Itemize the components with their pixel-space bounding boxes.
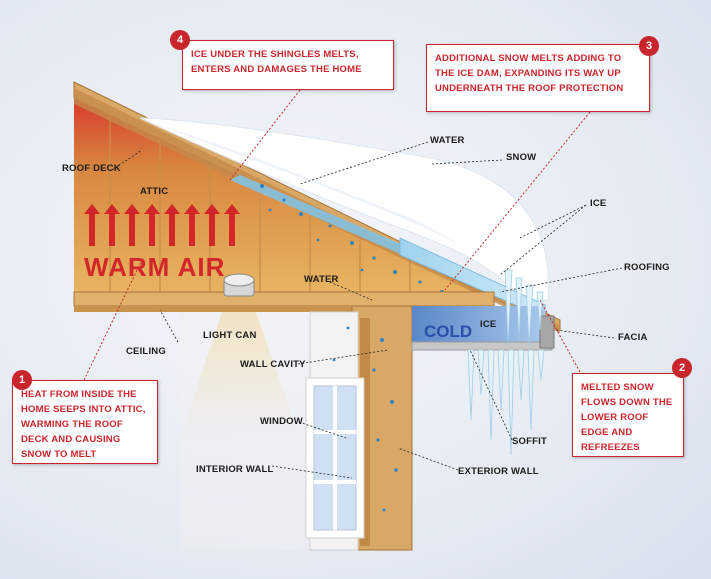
interior-wall-label: INTERIOR WALL	[196, 464, 274, 475]
roofing-label: ROOFING	[624, 262, 670, 273]
attic-label: ATTIC	[140, 186, 169, 197]
callout-2: MELTED SNOW FLOWS DOWN THE LOWER ROOF ED…	[572, 373, 684, 457]
light-can-label: LIGHT CAN	[203, 330, 257, 341]
callout-1: HEAT FROM INSIDE THE HOME SEEPS INTO ATT…	[12, 380, 158, 464]
wall-cavity-label: WALL CAVITY	[240, 359, 306, 370]
callout-2-badge: 2	[672, 358, 692, 378]
light-can	[223, 273, 255, 297]
callout-1-text: HEAT FROM INSIDE THE HOME SEEPS INTO ATT…	[21, 389, 146, 460]
soffit	[411, 341, 553, 351]
warm-air-arrows	[84, 204, 240, 246]
window-label: WINDOW	[260, 416, 303, 427]
exterior-wall-label: EXTERIOR WALL	[458, 466, 539, 477]
callout-3: ADDITIONAL SNOW MELTS ADDING TO THE ICE …	[426, 44, 650, 112]
ceiling-label: CEILING	[126, 346, 166, 357]
callout-2-text: MELTED SNOW FLOWS DOWN THE LOWER ROOF ED…	[581, 382, 673, 453]
soffit-label: SOFFIT	[512, 436, 547, 447]
callout-4: ICE UNDER THE SHINGLES MELTS, ENTERS AND…	[182, 40, 394, 90]
callout-3-text: ADDITIONAL SNOW MELTS ADDING TO THE ICE …	[435, 53, 624, 94]
wall-droplets	[332, 326, 398, 512]
ice-top-label: ICE	[590, 198, 607, 209]
cold-label: COLD	[424, 322, 473, 341]
callout-3-badge: 3	[639, 36, 659, 56]
facia-label: FACIA	[618, 332, 648, 343]
callout-4-text: ICE UNDER THE SHINGLES MELTS, ENTERS AND…	[191, 49, 362, 75]
callout-leaders	[83, 89, 591, 381]
ceiling-joist	[73, 291, 495, 307]
water-mid-label: WATER	[304, 274, 339, 285]
roof-deck-label: ROOF DECK	[62, 163, 121, 174]
window	[305, 377, 365, 539]
water-top-label: WATER	[430, 135, 465, 146]
icicles	[467, 269, 545, 456]
warm-air-label: WARM AIR	[84, 252, 226, 282]
callout-1-badge: 1	[12, 370, 32, 390]
callout-4-badge: 4	[170, 30, 190, 50]
ice-mid-label: ICE	[480, 319, 497, 330]
snow-drift	[139, 117, 549, 301]
facia	[539, 315, 555, 349]
snow-label: SNOW	[506, 152, 537, 163]
light-beam	[180, 312, 300, 440]
soffit-cold-zone	[412, 306, 545, 342]
label-leaders	[111, 141, 623, 479]
